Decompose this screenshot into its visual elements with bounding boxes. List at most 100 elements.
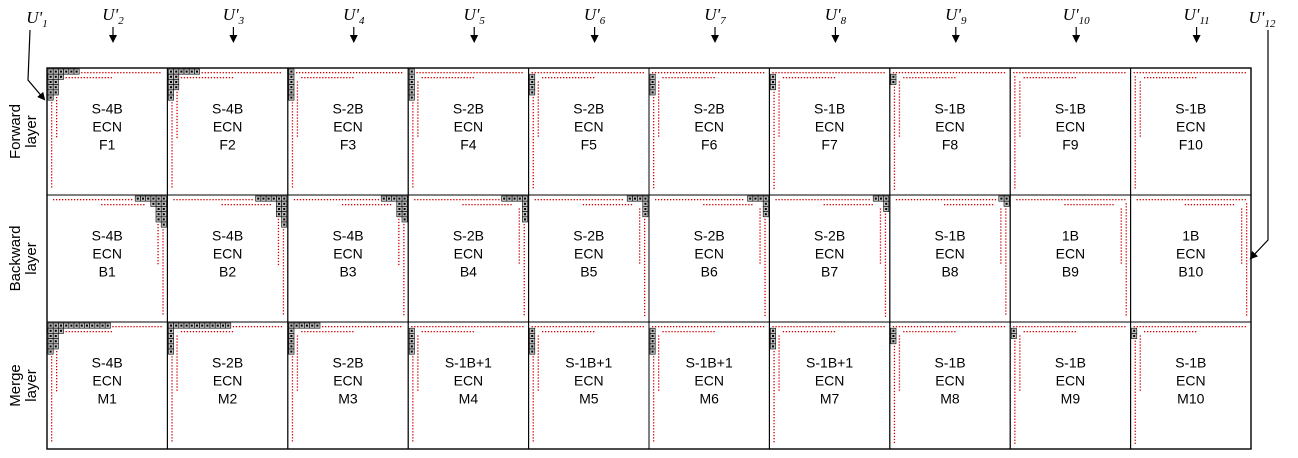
boundary-dot <box>291 431 294 433</box>
boundary-dot <box>308 199 311 201</box>
boundary-dot <box>895 199 898 201</box>
boundary-dot <box>748 72 750 74</box>
boundary-dot <box>893 164 896 166</box>
boundary-dot <box>582 199 584 201</box>
boundary-dot <box>120 72 122 74</box>
boundary-dot <box>532 395 534 397</box>
boundary-dot <box>523 242 525 244</box>
boundary-dot <box>764 275 766 278</box>
boundary-dot <box>835 72 837 74</box>
boundary-dot <box>709 72 711 74</box>
boundary-dot <box>898 365 901 367</box>
boundary-dot <box>794 331 797 333</box>
boundary-dot <box>532 187 534 189</box>
data-block-dot <box>398 202 401 205</box>
boundary-dot <box>893 173 896 175</box>
boundary-dot <box>477 326 479 328</box>
boundary-dot <box>1014 433 1016 435</box>
boundary-dot <box>291 359 294 361</box>
boundary-dot <box>419 72 421 74</box>
boundary-dot <box>51 156 53 158</box>
boundary-dot <box>782 331 785 333</box>
boundary-dot <box>745 72 747 74</box>
boundary-dot <box>658 105 660 107</box>
boundary-dot <box>884 243 887 245</box>
boundary-dot <box>148 326 150 328</box>
boundary-dot <box>282 268 285 270</box>
boundary-dot <box>949 326 952 328</box>
boundary-dot <box>291 377 294 379</box>
data-block-dot <box>54 324 57 327</box>
boundary-dot <box>162 235 164 237</box>
boundary-dot <box>1000 208 1002 210</box>
boundary-dot <box>730 199 732 201</box>
boundary-dot <box>1014 397 1016 399</box>
boundary-dot <box>916 199 919 201</box>
boundary-dot <box>403 242 405 244</box>
boundary-dot <box>1184 204 1187 206</box>
boundary-dot <box>296 108 299 110</box>
boundary-dot <box>1139 135 1141 137</box>
boundary-dot <box>1125 287 1127 289</box>
boundary-dot <box>1134 346 1136 348</box>
data-block-dot <box>531 345 534 348</box>
boundary-dot <box>1109 72 1111 74</box>
boundary-dot <box>880 326 882 328</box>
boundary-dot <box>291 410 294 412</box>
boundary-dot <box>104 204 106 206</box>
boundary-dot <box>110 331 112 333</box>
boundary-dot <box>955 204 958 206</box>
boundary-dot <box>207 331 210 333</box>
boundary-dot <box>171 135 173 137</box>
boundary-dot <box>1000 211 1002 213</box>
boundary-dot <box>1014 343 1016 345</box>
cell-label-line: F9 <box>1062 137 1079 153</box>
boundary-dot <box>1055 199 1057 201</box>
boundary-dot <box>51 422 53 424</box>
boundary-dot <box>171 174 173 176</box>
boundary-dot <box>1246 266 1248 268</box>
boundary-dot <box>51 111 53 113</box>
boundary-dot <box>893 188 896 190</box>
boundary-dot <box>862 72 864 74</box>
boundary-dot <box>1120 244 1122 246</box>
boundary-dot <box>296 126 299 128</box>
boundary-dot <box>639 208 641 210</box>
boundary-dot <box>778 374 780 376</box>
cell-label-line: ECN <box>333 373 363 389</box>
boundary-dot <box>198 331 201 333</box>
boundary-dot <box>644 230 646 233</box>
boundary-dot <box>523 269 525 271</box>
boundary-dot <box>417 81 419 83</box>
cell-label-line: S-2B <box>212 355 243 371</box>
boundary-dot <box>1088 199 1090 201</box>
boundary-dot <box>764 233 766 236</box>
boundary-dot <box>572 77 574 79</box>
boundary-dot <box>1241 235 1243 237</box>
boundary-dot <box>912 77 914 79</box>
boundary-dot <box>1019 126 1021 128</box>
boundary-dot <box>1014 109 1016 111</box>
boundary-dot <box>104 77 106 79</box>
boundary-dot <box>516 326 518 328</box>
boundary-dot <box>778 117 780 119</box>
boundary-dot <box>1241 199 1243 201</box>
boundary-dot <box>653 178 655 180</box>
boundary-dot <box>773 378 775 380</box>
boundary-dot <box>95 331 97 333</box>
boundary-dot <box>793 326 795 328</box>
boundary-dot <box>56 390 58 392</box>
boundary-dot <box>1037 326 1039 328</box>
boundary-dot <box>697 199 699 201</box>
boundary-dot <box>1226 72 1228 74</box>
boundary-dot <box>110 77 112 79</box>
boundary-dot <box>893 110 896 112</box>
boundary-dot <box>51 380 53 382</box>
cell-label-line: ECN <box>1056 119 1086 135</box>
boundary-dot <box>694 199 696 201</box>
boundary-dot <box>982 199 985 201</box>
boundary-dot <box>371 204 374 206</box>
boundary-dot <box>1125 284 1127 286</box>
